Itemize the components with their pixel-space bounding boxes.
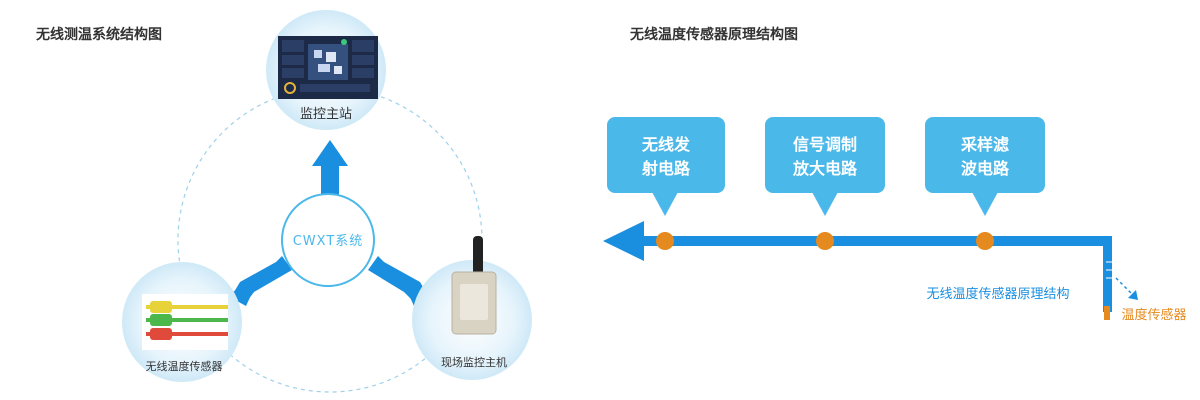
sensor-cables-icon <box>142 294 228 350</box>
structure-caption: 无线温度传感器原理结构 <box>926 286 1069 302</box>
modulation-circuit-box: 信号调制 放大电路 <box>765 117 885 216</box>
modulation-circuit-line2: 放大电路 <box>792 159 858 178</box>
filter-circuit-line1: 采样滤 <box>960 135 1009 154</box>
transmit-circuit-box: 无线发 射电路 <box>607 117 725 216</box>
field-host-label: 现场监控主机 <box>441 355 507 369</box>
arrow-to-right <box>368 256 434 306</box>
circuit-node-2 <box>816 232 834 250</box>
filter-circuit-line2: 波电路 <box>961 159 1010 178</box>
filter-circuit-box: 采样滤 波电路 <box>925 117 1045 216</box>
circuit-node-1 <box>656 232 674 250</box>
arrow-to-left <box>226 256 292 306</box>
right-diagram-title: 无线温度传感器原理结构图 <box>630 27 798 43</box>
dashboard-screen-icon <box>278 36 378 99</box>
arrow-to-top <box>312 140 348 202</box>
wireless-sensor-label: 无线温度传感器 <box>146 359 223 373</box>
sensor-pointer <box>1115 277 1135 297</box>
signal-line <box>640 236 1112 246</box>
transmit-circuit-line2: 射电路 <box>641 159 691 178</box>
sensor-probe <box>1104 306 1110 320</box>
modulation-circuit-line1: 信号调制 <box>793 135 857 154</box>
signal-arrowhead <box>603 221 644 261</box>
temperature-sensor-label: 温度传感器 <box>1121 307 1186 323</box>
center-circle <box>281 193 375 287</box>
center-label: CWXT系统 <box>293 234 364 249</box>
circuit-node-3 <box>976 232 994 250</box>
host-device-icon <box>451 236 497 335</box>
left-diagram-title: 无线测温系统结构图 <box>36 27 162 43</box>
transmit-circuit-line1: 无线发 <box>641 135 691 154</box>
signal-drop <box>1103 236 1112 312</box>
monitor-station-label: 监控主站 <box>300 107 352 122</box>
